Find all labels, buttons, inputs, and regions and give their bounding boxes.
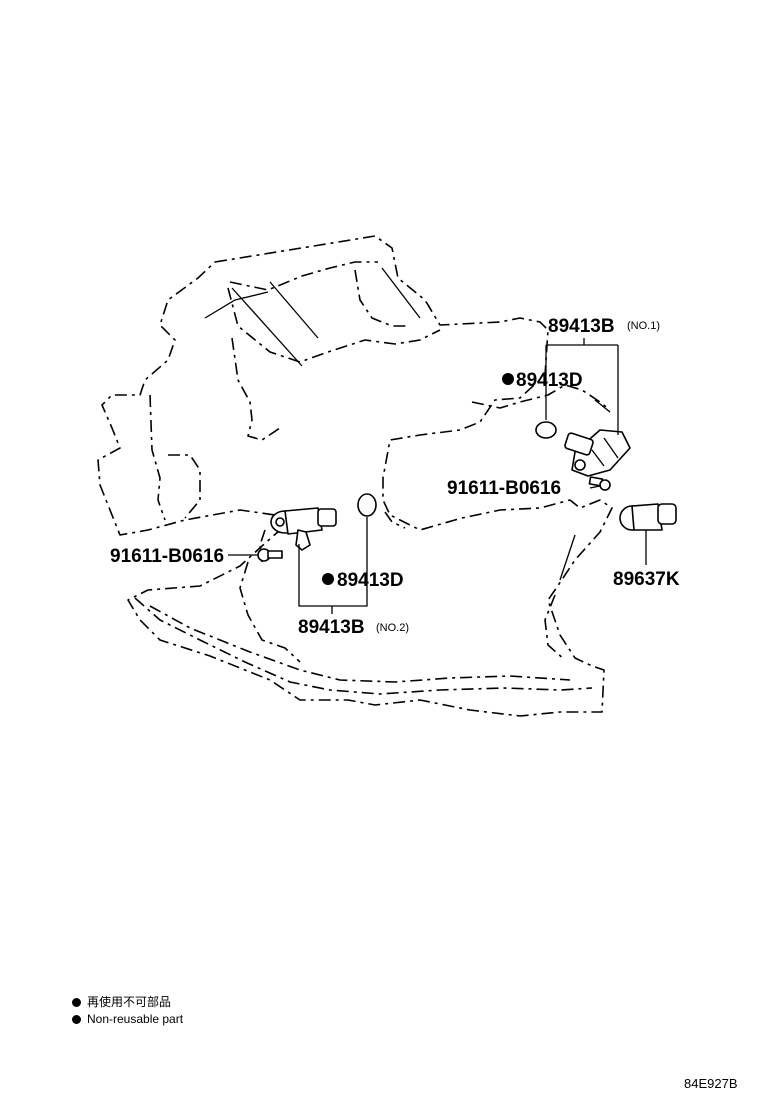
legend-marker-icon [72, 1015, 81, 1025]
legend-marker-icon [72, 998, 81, 1008]
bolt-lower [257, 548, 283, 562]
callout-labels: 89413B (NO.1) 89413D 91611-B0616 91611-B… [110, 316, 680, 638]
leader-lines [228, 338, 647, 614]
o-ring-lower [357, 493, 377, 517]
non-reusable-marker-upper [502, 373, 514, 385]
legend-english: Non-reusable part [72, 1012, 183, 1026]
housing-detail-lines [204, 267, 611, 581]
speed-sensor-no2 [270, 507, 337, 551]
legend-japanese: 再使用不可部品 [72, 993, 171, 1010]
label-89413b-no1: 89413B [548, 316, 615, 337]
label-91611-b0616-lower: 91611-B0616 [110, 546, 224, 567]
label-no2-suffix: (NO.2) [376, 622, 409, 634]
label-no1-suffix: (NO.1) [627, 320, 660, 332]
label-91611-b0616-upper: 91611-B0616 [447, 478, 561, 499]
figure-code: 84E927B [684, 1076, 738, 1091]
non-reusable-marker-lower [322, 573, 334, 585]
speed-sensor-no1 [564, 429, 631, 477]
speed-sensor-right [619, 503, 677, 531]
label-89413b-no2: 89413B [298, 617, 365, 638]
label-89413d-upper: 89413D [516, 370, 583, 391]
legend-text-japanese: 再使用不可部品 [87, 995, 172, 1009]
label-89637k: 89637K [613, 569, 680, 590]
o-ring-upper [535, 421, 557, 439]
transaxle-housing-outline [97, 235, 613, 717]
bolt-upper [588, 476, 611, 491]
legend-text-english: Non-reusable part [87, 1012, 184, 1026]
label-89413d-lower: 89413D [337, 570, 404, 591]
